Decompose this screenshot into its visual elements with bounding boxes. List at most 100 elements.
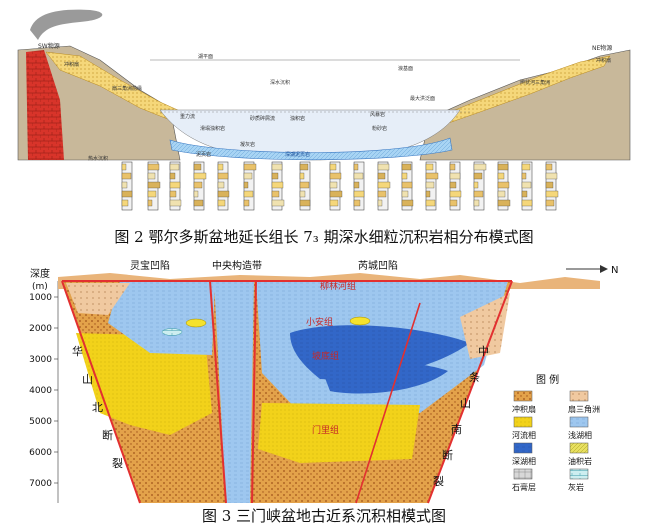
storm-label: 风暴岩 <box>370 111 385 118</box>
depth-tick-label: 5000 <box>29 417 52 427</box>
wave-base-label: 浪基面 <box>398 65 413 72</box>
fault-left-char: 裂 <box>112 457 123 470</box>
figure2-diagram: SW物源 NE物源 湖平面 浪基面 冲积扇 冲积扇 扇三角洲前缘 辫状河三角洲 … <box>17 9 631 211</box>
lithology-column <box>545 161 559 211</box>
fault-right-char: 条 <box>469 370 480 384</box>
legend-label-oil: 油积岩 <box>568 456 592 466</box>
fault-left-char: 断 <box>102 428 113 442</box>
depth-tick-label: 2000 <box>29 324 52 334</box>
lingbao-shallow-lake <box>108 281 215 355</box>
lithology-columns <box>121 161 559 211</box>
legend: 图 例 冲积扇扇三角洲河流相浅湖相深湖相油积岩石膏层灰岩 <box>512 373 600 492</box>
lithology-column <box>521 161 533 211</box>
legend-label-gypsum: 石膏层 <box>512 482 536 492</box>
legend-swatch-deep <box>513 442 533 454</box>
legend-swatch-gypsum <box>513 468 533 480</box>
lithology-column <box>243 161 257 211</box>
figure2-caption: 图 2 鄂尔多斯盆地延长组长 7₃ 期深水细粒沉积岩相分布模式图 <box>114 228 534 246</box>
region-ruicheng: 芮城凹陷 <box>358 259 398 272</box>
legend-swatch-shallow <box>569 416 589 428</box>
lithology-column <box>377 161 391 211</box>
sandy-debris-label: 砂质碎屑流 <box>250 115 275 122</box>
deep-water-label: 深水沉积 <box>270 79 290 86</box>
ruicheng-deep-lake-lower <box>320 360 448 394</box>
depth-tick-label: 1000 <box>29 293 52 303</box>
central-fault-left <box>209 280 227 504</box>
fault-left-char: 北 <box>92 401 103 414</box>
slump-label: 滑塌浊积岩 <box>200 125 225 132</box>
fault-right-char: 断 <box>442 448 453 462</box>
fault-right-char: 中 <box>478 345 489 358</box>
lithology-column <box>193 161 207 211</box>
silt-label: 粉砂岩 <box>372 125 387 132</box>
legend-label-fluvial: 河流相 <box>512 430 536 440</box>
fault-right-char: 裂 <box>433 475 444 488</box>
lithology-column <box>121 161 133 211</box>
lithology-column <box>473 161 487 211</box>
lake-surface-label: 湖平面 <box>198 53 213 60</box>
lingbao-fluvial <box>76 333 212 435</box>
formation-liulin: 柳林河组 <box>320 280 356 292</box>
central-horst <box>214 281 258 503</box>
legend-swatch-oil <box>569 442 589 454</box>
lingbao-upper-fan <box>66 283 130 315</box>
north-arrow-label: N <box>611 265 618 276</box>
gravity-flow-label: 重力流 <box>180 113 195 120</box>
depth-axis-unit: (m) <box>32 282 48 292</box>
oil-lens-2 <box>349 316 371 326</box>
central-fault-right <box>251 280 257 504</box>
sw-source-label: SW物源 <box>38 42 60 50</box>
lithology-column <box>329 161 343 211</box>
lithology-column <box>353 161 365 211</box>
formation-xiaoan: 小安组 <box>306 316 333 328</box>
depth-tick-label: 6000 <box>29 448 52 458</box>
legend-label-fandelta: 扇三角洲 <box>568 404 600 414</box>
turbidite-label: 浊积岩 <box>290 115 305 122</box>
ne-source-label: NE物源 <box>592 44 612 52</box>
depth-ticks: 1000 2000 3000 4000 5000 6000 7000 <box>29 281 59 503</box>
legend-swatch-limestone <box>569 468 589 480</box>
fault-right-char: 南 <box>451 423 462 436</box>
formation-podi: 坡底组 <box>312 350 339 362</box>
fault-right-char: 山 <box>460 397 471 410</box>
alluvial-fan-left-label: 冲积扇 <box>64 61 79 68</box>
volcano-smoke <box>30 9 103 40</box>
depth-tick-label: 3000 <box>29 355 52 365</box>
fan-delta-label: 扇三角洲前缘 <box>112 85 142 92</box>
limestone-lens <box>161 328 183 336</box>
legend-label-deep: 深湖相 <box>512 456 536 466</box>
oil-lens-1 <box>185 318 207 328</box>
lithology-column <box>271 161 285 211</box>
legend-swatch-alluvial <box>513 390 533 402</box>
legend-label-limestone: 灰岩 <box>568 482 584 492</box>
region-central: 中央构造带 <box>212 259 262 272</box>
lithology-column <box>169 161 182 211</box>
ruicheng-fandelta <box>460 293 510 359</box>
fault-left-char: 华 <box>72 344 83 358</box>
formation-menli: 门里组 <box>312 424 339 436</box>
depth-tick-label: 4000 <box>29 386 52 396</box>
basin-boundary <box>61 280 513 504</box>
region-lingbao: 灵宝凹陷 <box>130 259 170 272</box>
inner-fault <box>355 302 421 504</box>
figure3-caption: 图 3 三门峡盆地古近系沉积相模式图 <box>201 507 447 525</box>
lithology-column <box>147 161 161 211</box>
volcanic-intrusion <box>26 50 64 160</box>
tuff-label: 凝灰岩 <box>240 141 255 148</box>
deep-lake-mud-label: 深湖泥页岩 <box>285 151 310 158</box>
depth-tick-label: 7000 <box>29 479 52 489</box>
lithology-column <box>449 161 462 211</box>
north-arrow-head <box>600 265 608 273</box>
braided-delta-label: 辫状河三角洲 <box>520 79 550 86</box>
lithology-column <box>401 161 414 211</box>
mud-label: 泥页岩 <box>196 151 211 158</box>
max-flood-label: 最大洪泛面 <box>410 95 435 102</box>
lithology-column <box>497 161 511 211</box>
deep-lake-sediment <box>169 137 453 161</box>
lithology-column <box>217 161 230 211</box>
legend-label-alluvial: 冲积扇 <box>512 404 536 414</box>
legend-label-shallow: 浅湖相 <box>568 430 592 440</box>
fault-left-char: 山 <box>82 373 93 386</box>
